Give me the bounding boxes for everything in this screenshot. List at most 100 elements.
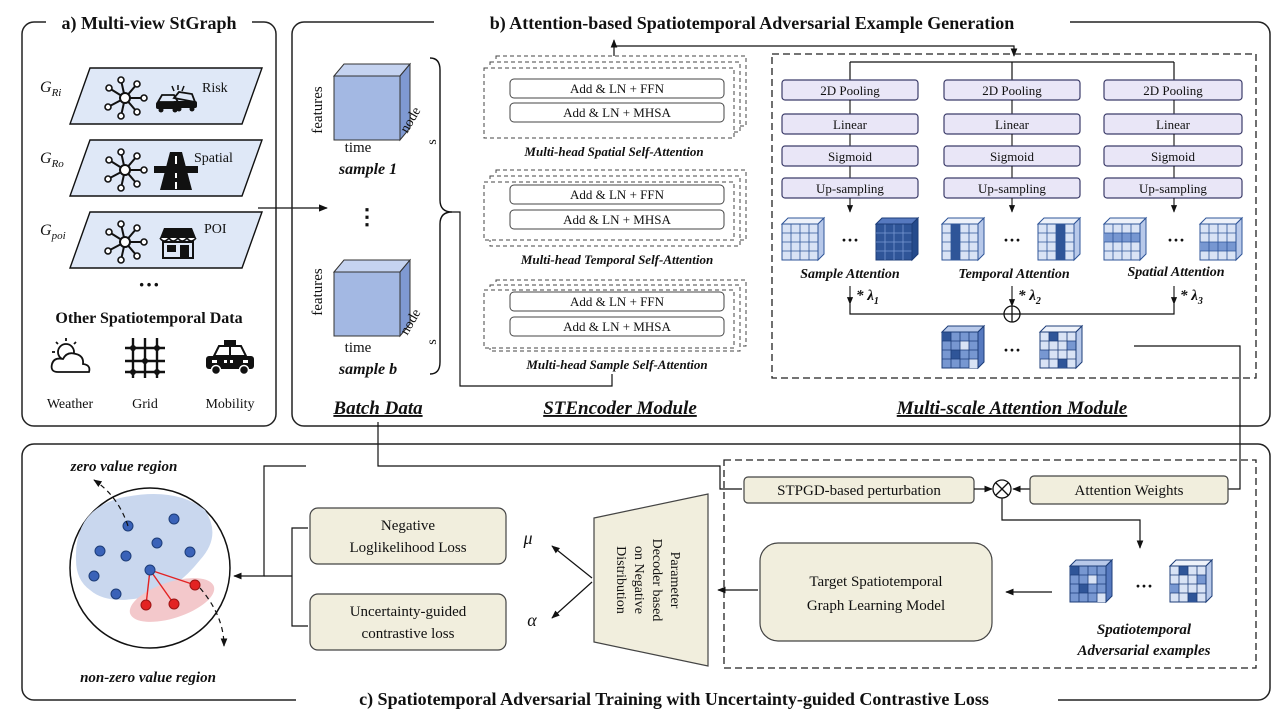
red-nodes (140, 579, 201, 611)
graph-symbol: GRi (40, 79, 61, 99)
stencoder-label: STEncoder Module (543, 398, 697, 419)
svg-text:···: ··· (1135, 576, 1153, 596)
grid-label: Grid (132, 397, 158, 412)
svg-text:Decoder based: Decoder based (649, 539, 664, 622)
panel-a-title: a) Multi-view StGraph (62, 13, 237, 34)
batch-data-label: Batch Data (332, 398, 423, 419)
attention-cube (780, 216, 826, 262)
distribution-plot (69, 479, 231, 649)
target-model-box (759, 542, 993, 642)
svg-text:2D Pooling: 2D Pooling (820, 83, 880, 98)
attention-cube (1102, 216, 1148, 262)
nll-loss-box (309, 507, 507, 565)
other-data-title: Other Spatiotemporal Data (55, 310, 242, 327)
svg-text:Sigmoid: Sigmoid (828, 149, 873, 164)
svg-text:Attention Weights: Attention Weights (1075, 483, 1184, 499)
graph-layer-risk: GRi Risk (40, 67, 263, 125)
svg-text:Sigmoid: Sigmoid (1151, 149, 1196, 164)
ffn-pill (509, 291, 725, 312)
stpgd-perturbation-box (743, 476, 975, 504)
svg-text:Distribution: Distribution (613, 546, 628, 614)
batch-brace (429, 57, 453, 375)
svg-text:Add & LN + MHSA: Add & LN + MHSA (563, 105, 671, 120)
svg-text:2D Pooling: 2D Pooling (1143, 83, 1203, 98)
adversarial-examples-label: Adversarial examples (1077, 643, 1211, 659)
svg-text:···: ··· (841, 230, 859, 250)
sample-cube (332, 62, 412, 142)
graph-symbol: Gpoi (40, 222, 66, 242)
car-crash-icon (156, 85, 197, 113)
grid-icon (125, 338, 165, 378)
adversarial-region (723, 459, 1257, 669)
svg-text:Up-sampling: Up-sampling (816, 181, 884, 196)
encoder-block-temporal: Add & LN + FFN Add & LN + MHSA Multi-hea… (483, 169, 747, 267)
svg-text:Up-sampling: Up-sampling (1139, 181, 1207, 196)
mhsa-pill (509, 316, 725, 337)
svg-text:···: ··· (1003, 340, 1021, 360)
adversarial-examples-label: Spatiotemporal (1097, 622, 1192, 638)
svg-text:Add & LN + MHSA: Add & LN + MHSA (563, 319, 671, 334)
alpha-symbol: α (527, 610, 537, 630)
svg-text:Linear: Linear (1156, 117, 1191, 132)
svg-text:Up-sampling: Up-sampling (978, 181, 1046, 196)
encoder-block-spatial: Add & LN + FFN Add & LN + MHSA Multi-hea… (483, 55, 747, 159)
graph-layer-poi: Gpoi POI (40, 211, 263, 269)
combined-attention-cube (1038, 324, 1084, 370)
svg-text:Uncertainty-guided: Uncertainty-guided (350, 604, 467, 620)
svg-text:Add & LN + MHSA: Add & LN + MHSA (563, 212, 671, 227)
attention-cube (874, 216, 920, 262)
svg-text:2D Pooling: 2D Pooling (982, 83, 1042, 98)
branch-spatial: 2D Pooling Linear Sigmoid Up-sampling (1102, 79, 1244, 307)
zero-region-label: zero value region (70, 459, 178, 475)
attention-cube (1198, 216, 1244, 262)
axis-time: time (345, 140, 372, 156)
panel-b-title: b) Attention-based Spatiotemporal Advers… (490, 13, 1015, 34)
svg-text:Loglikelihood Loss: Loglikelihood Loss (349, 540, 466, 556)
sample-first-label: sample 1 (338, 161, 397, 178)
svg-text:STPGD-based perturbation: STPGD-based perturbation (777, 483, 941, 499)
graph-label-risk: Risk (202, 81, 228, 96)
svg-text:···: ··· (1003, 230, 1021, 250)
sample-cube (332, 258, 412, 338)
weight-lambda-1: * λ1 (856, 288, 879, 307)
road-icon (154, 152, 198, 190)
graph-layer-spatial: GRo Spatial (40, 139, 263, 197)
attention-cube (1036, 216, 1082, 262)
branch-sample: 2D Pooling Linear Sigmoid Up-sampling ··… (780, 79, 920, 307)
weight-lambda-2: * λ2 (1018, 288, 1041, 307)
graph-ellipsis: ··· (138, 272, 160, 297)
attention-cube (940, 216, 986, 262)
connector-attention-weights (1134, 345, 1241, 490)
svg-text:contrastive loss: contrastive loss (362, 626, 455, 642)
taxi-icon (206, 340, 254, 376)
multiply-operator (992, 479, 1012, 499)
batch-vdots: ⋮ (356, 204, 378, 229)
svg-text:Target Spatiotemporal: Target Spatiotemporal (809, 574, 942, 590)
sample-self-attention-label: Multi-head Sample Self-Attention (525, 357, 707, 372)
temporal-self-attention-label: Multi-head Temporal Self-Attention (520, 252, 713, 267)
weather-icon (50, 338, 91, 373)
weight-lambda-3: * λ3 (1180, 288, 1203, 307)
encoder-block-sample: Add & LN + FFN Add & LN + MHSA Multi-hea… (483, 279, 747, 372)
svg-text:Linear: Linear (833, 117, 868, 132)
sum-operator (1003, 305, 1021, 323)
svg-text:Add & LN + FFN: Add & LN + FFN (570, 187, 665, 202)
axis-s: s (425, 339, 440, 344)
store-icon (159, 228, 197, 259)
adversarial-cube (1168, 558, 1214, 604)
sample-last-label: sample b (338, 361, 397, 378)
spatial-self-attention-label: Multi-head Spatial Self-Attention (523, 144, 703, 159)
sample-attention-label: Sample Attention (800, 267, 900, 282)
graph-symbol: GRo (40, 150, 64, 170)
batch-data: features time node sample 1 ⋮ features t… (310, 57, 453, 419)
adversarial-cube (1068, 558, 1114, 604)
svg-text:Linear: Linear (995, 117, 1030, 132)
stencoder-module: Add & LN + FFN Add & LN + MHSA Multi-hea… (452, 39, 1018, 419)
contrastive-loss-box (309, 593, 507, 651)
mu-symbol: μ (522, 528, 532, 548)
multiscale-attention-module: 2D Pooling Linear Sigmoid Up-sampling ··… (771, 53, 1257, 419)
mobility-label: Mobility (205, 397, 254, 412)
panel-c: c) Spatiotemporal Adversarial Training w… (21, 443, 1271, 712)
weather-label: Weather (47, 397, 94, 412)
connector-batch-perturb (377, 422, 742, 490)
